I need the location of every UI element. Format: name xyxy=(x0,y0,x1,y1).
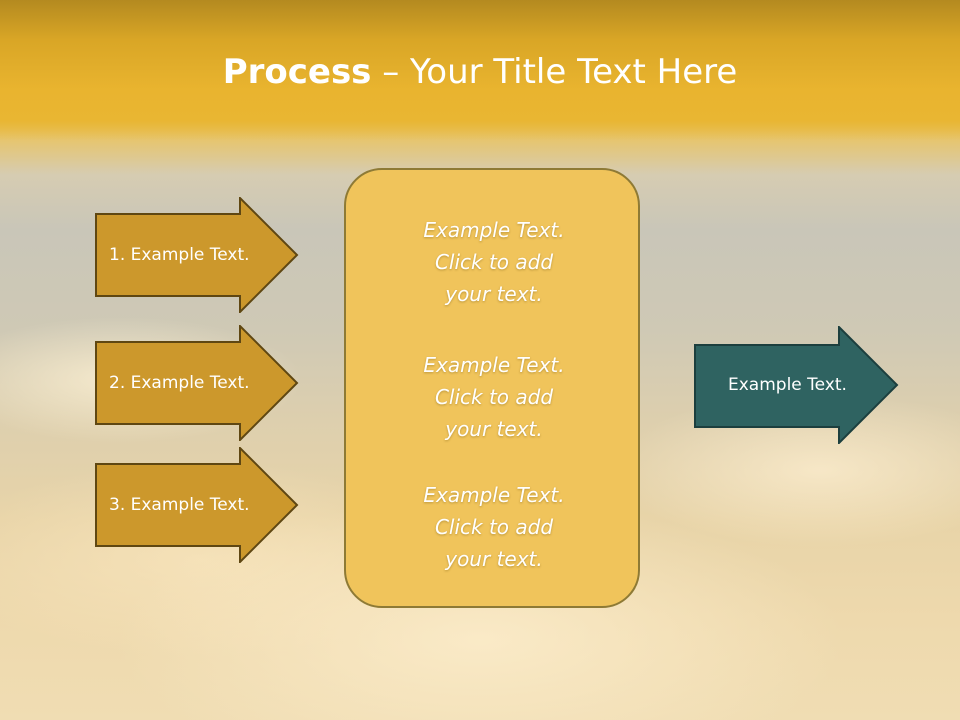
output-arrow-label: Example Text. xyxy=(728,375,847,395)
input-arrow-3[interactable]: 3. Example Text. xyxy=(95,447,300,563)
slide-title[interactable]: Process – Your Title Text Here xyxy=(0,52,960,92)
block-line: your text. xyxy=(445,417,543,441)
title-bold: Process xyxy=(222,52,372,92)
output-arrow[interactable]: Example Text. xyxy=(694,326,900,444)
input-arrow-2[interactable]: 2. Example Text. xyxy=(95,325,300,441)
input-arrow-label: 1. Example Text. xyxy=(109,245,250,265)
block-line: Example Text. xyxy=(423,353,565,377)
title-band xyxy=(0,0,960,140)
block-line: your text. xyxy=(445,282,543,306)
center-text-block-2[interactable]: Example Text. Click to add your text. xyxy=(346,349,642,445)
block-line: Click to add xyxy=(434,515,554,539)
block-line: Click to add xyxy=(434,250,554,274)
moon-icon xyxy=(850,120,930,200)
input-arrow-label: 3. Example Text. xyxy=(109,495,250,515)
block-line: Click to add xyxy=(434,385,554,409)
center-text-block-1[interactable]: Example Text. Click to add your text. xyxy=(346,214,642,310)
block-line: Example Text. xyxy=(423,218,565,242)
title-rest: – Your Title Text Here xyxy=(371,52,738,92)
block-line: Example Text. xyxy=(423,483,565,507)
block-line: your text. xyxy=(445,547,543,571)
center-process-box[interactable]: Example Text. Click to add your text. Ex… xyxy=(344,168,640,608)
input-arrow-label: 2. Example Text. xyxy=(109,373,250,393)
center-text-block-3[interactable]: Example Text. Click to add your text. xyxy=(346,479,642,575)
input-arrow-1[interactable]: 1. Example Text. xyxy=(95,197,300,313)
